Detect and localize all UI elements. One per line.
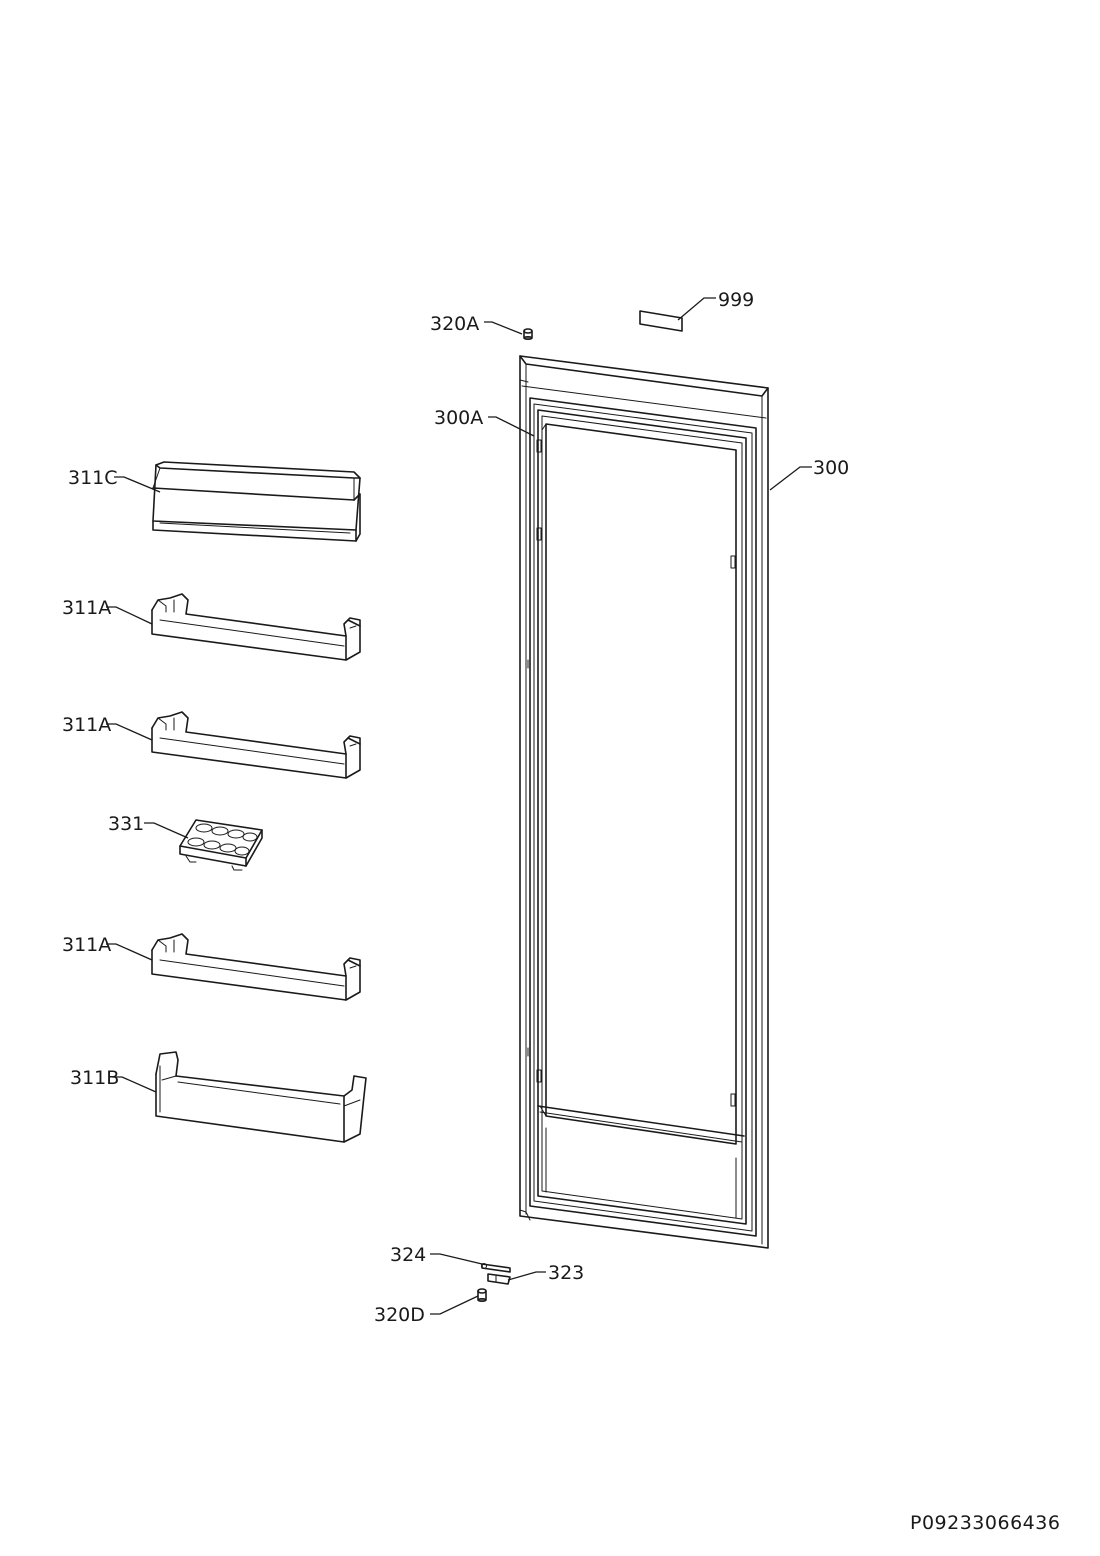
callout-320D: 320D xyxy=(374,1304,425,1326)
door-panel xyxy=(519,355,769,1249)
dairy-compartment xyxy=(152,461,361,542)
door-shelf-3 xyxy=(151,933,361,1001)
door-shelf-2 xyxy=(151,711,361,779)
callout-999: 999 xyxy=(718,289,754,311)
callout-311A-2: 311A xyxy=(62,714,111,736)
callout-311B: 311B xyxy=(70,1067,119,1089)
callout-331: 331 xyxy=(108,813,144,835)
leader-lines xyxy=(106,297,812,1315)
bottle-shelf xyxy=(155,1051,367,1143)
hinge-pin-bottom xyxy=(477,1288,487,1302)
callout-311A-3: 311A xyxy=(62,934,111,956)
callout-300: 300 xyxy=(813,457,849,479)
rating-label-plate xyxy=(639,310,683,332)
egg-tray xyxy=(179,819,263,871)
callout-324: 324 xyxy=(390,1244,426,1266)
hinge-bracket-324 xyxy=(481,1263,511,1273)
door-shelf-1 xyxy=(151,593,361,661)
document-id: P09233066436 xyxy=(910,1512,1060,1534)
callout-311C: 311C xyxy=(68,467,118,489)
hinge-pin-top xyxy=(523,328,533,340)
callout-311A-1: 311A xyxy=(62,597,111,619)
hinge-bracket-323 xyxy=(487,1273,511,1285)
callout-323: 323 xyxy=(548,1262,584,1284)
callout-320A: 320A xyxy=(430,313,479,335)
callout-300A: 300A xyxy=(434,407,483,429)
callout-labels: 999 320A 300A 300 311C 311A 311A 331 311… xyxy=(62,289,1060,1534)
